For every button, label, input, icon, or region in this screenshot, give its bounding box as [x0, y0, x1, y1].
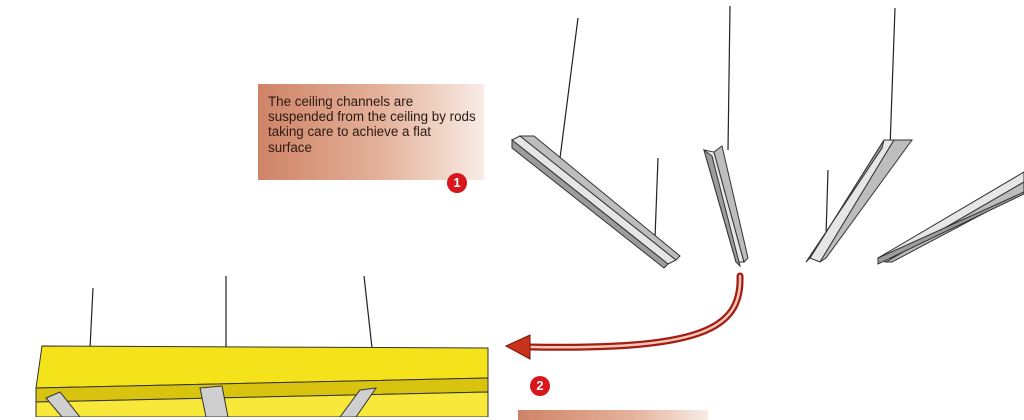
panel-underside [35, 391, 489, 417]
ceiling-channel [339, 387, 378, 417]
ceiling-channels-step2 [45, 385, 378, 417]
suspension-rods-step2 [89, 275, 373, 349]
step-2-badge: 2 [530, 376, 550, 396]
ceiling-channel-lip [511, 138, 669, 269]
step1-caption: The ceiling channels are suspended from … [268, 94, 476, 155]
rod [825, 169, 829, 237]
ceiling-channel-lip [877, 191, 1024, 265]
rod [727, 5, 731, 151]
curved-arrow-icon [504, 272, 744, 360]
ceiling-channel-lip [703, 148, 741, 268]
ceiling-channel-inner [518, 135, 681, 261]
rod [889, 7, 896, 149]
ceiling-channel [199, 385, 229, 417]
ceiling-channel [511, 135, 677, 265]
step-1-badge: 1 [447, 173, 467, 193]
ceiling-channel-lip [805, 139, 885, 263]
ceiling-channels-step1 [511, 135, 1024, 269]
step2-caption-box [518, 410, 708, 420]
rod [654, 157, 659, 239]
ceiling-channel-inner [819, 139, 913, 263]
step1-caption-box: The ceiling channels are suspended from … [258, 84, 484, 180]
suspension-rods-step1 [559, 5, 896, 239]
yellow-panel [35, 345, 489, 417]
ceiling-channel [809, 139, 895, 263]
ceiling-channel-inner [713, 145, 749, 263]
rod [363, 275, 373, 349]
rod [559, 17, 579, 159]
ceiling-channel [45, 391, 81, 417]
rod [89, 287, 94, 349]
